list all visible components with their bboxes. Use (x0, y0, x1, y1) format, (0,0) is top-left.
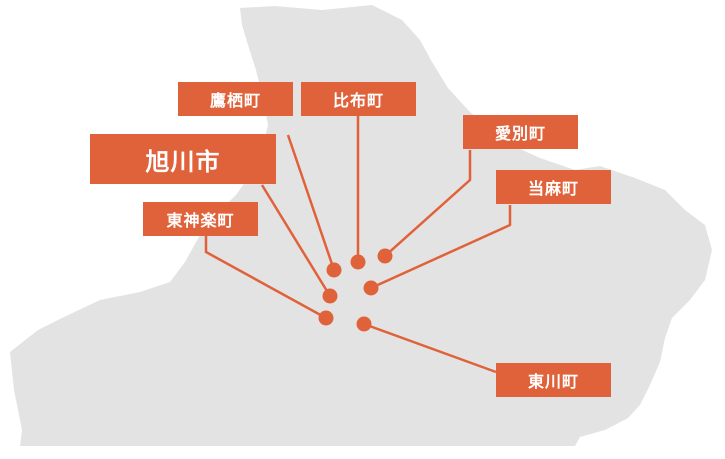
marker-asahikawa (322, 288, 338, 304)
marker-pippu (350, 254, 366, 270)
connector-takasu (286, 134, 336, 271)
label-pippu[interactable]: 比布町 (301, 82, 416, 116)
connector-aibetsu (384, 150, 472, 257)
connector-asahikawa (260, 184, 332, 297)
connector-touma (370, 205, 512, 290)
town-markers (318, 248, 393, 332)
label-higashikawa[interactable]: 東川町 (496, 363, 611, 397)
marker-aibetsu (377, 248, 393, 264)
connector-higashikagura (204, 236, 327, 320)
label-aibetsu[interactable]: 愛別町 (463, 115, 578, 149)
connector-higashikawa (363, 322, 497, 374)
marker-touma (363, 280, 379, 296)
marker-takasu (326, 262, 342, 278)
label-takasu[interactable]: 鷹栖町 (178, 82, 293, 116)
label-asahikawa[interactable]: 旭川市 (90, 134, 276, 184)
connector-lines (204, 110, 512, 374)
marker-higashikagura (318, 310, 334, 326)
label-higashikagura[interactable]: 東神楽町 (143, 202, 258, 236)
land-mass (10, 5, 712, 446)
label-touma[interactable]: 当麻町 (496, 170, 611, 204)
marker-higashikawa (356, 316, 372, 332)
